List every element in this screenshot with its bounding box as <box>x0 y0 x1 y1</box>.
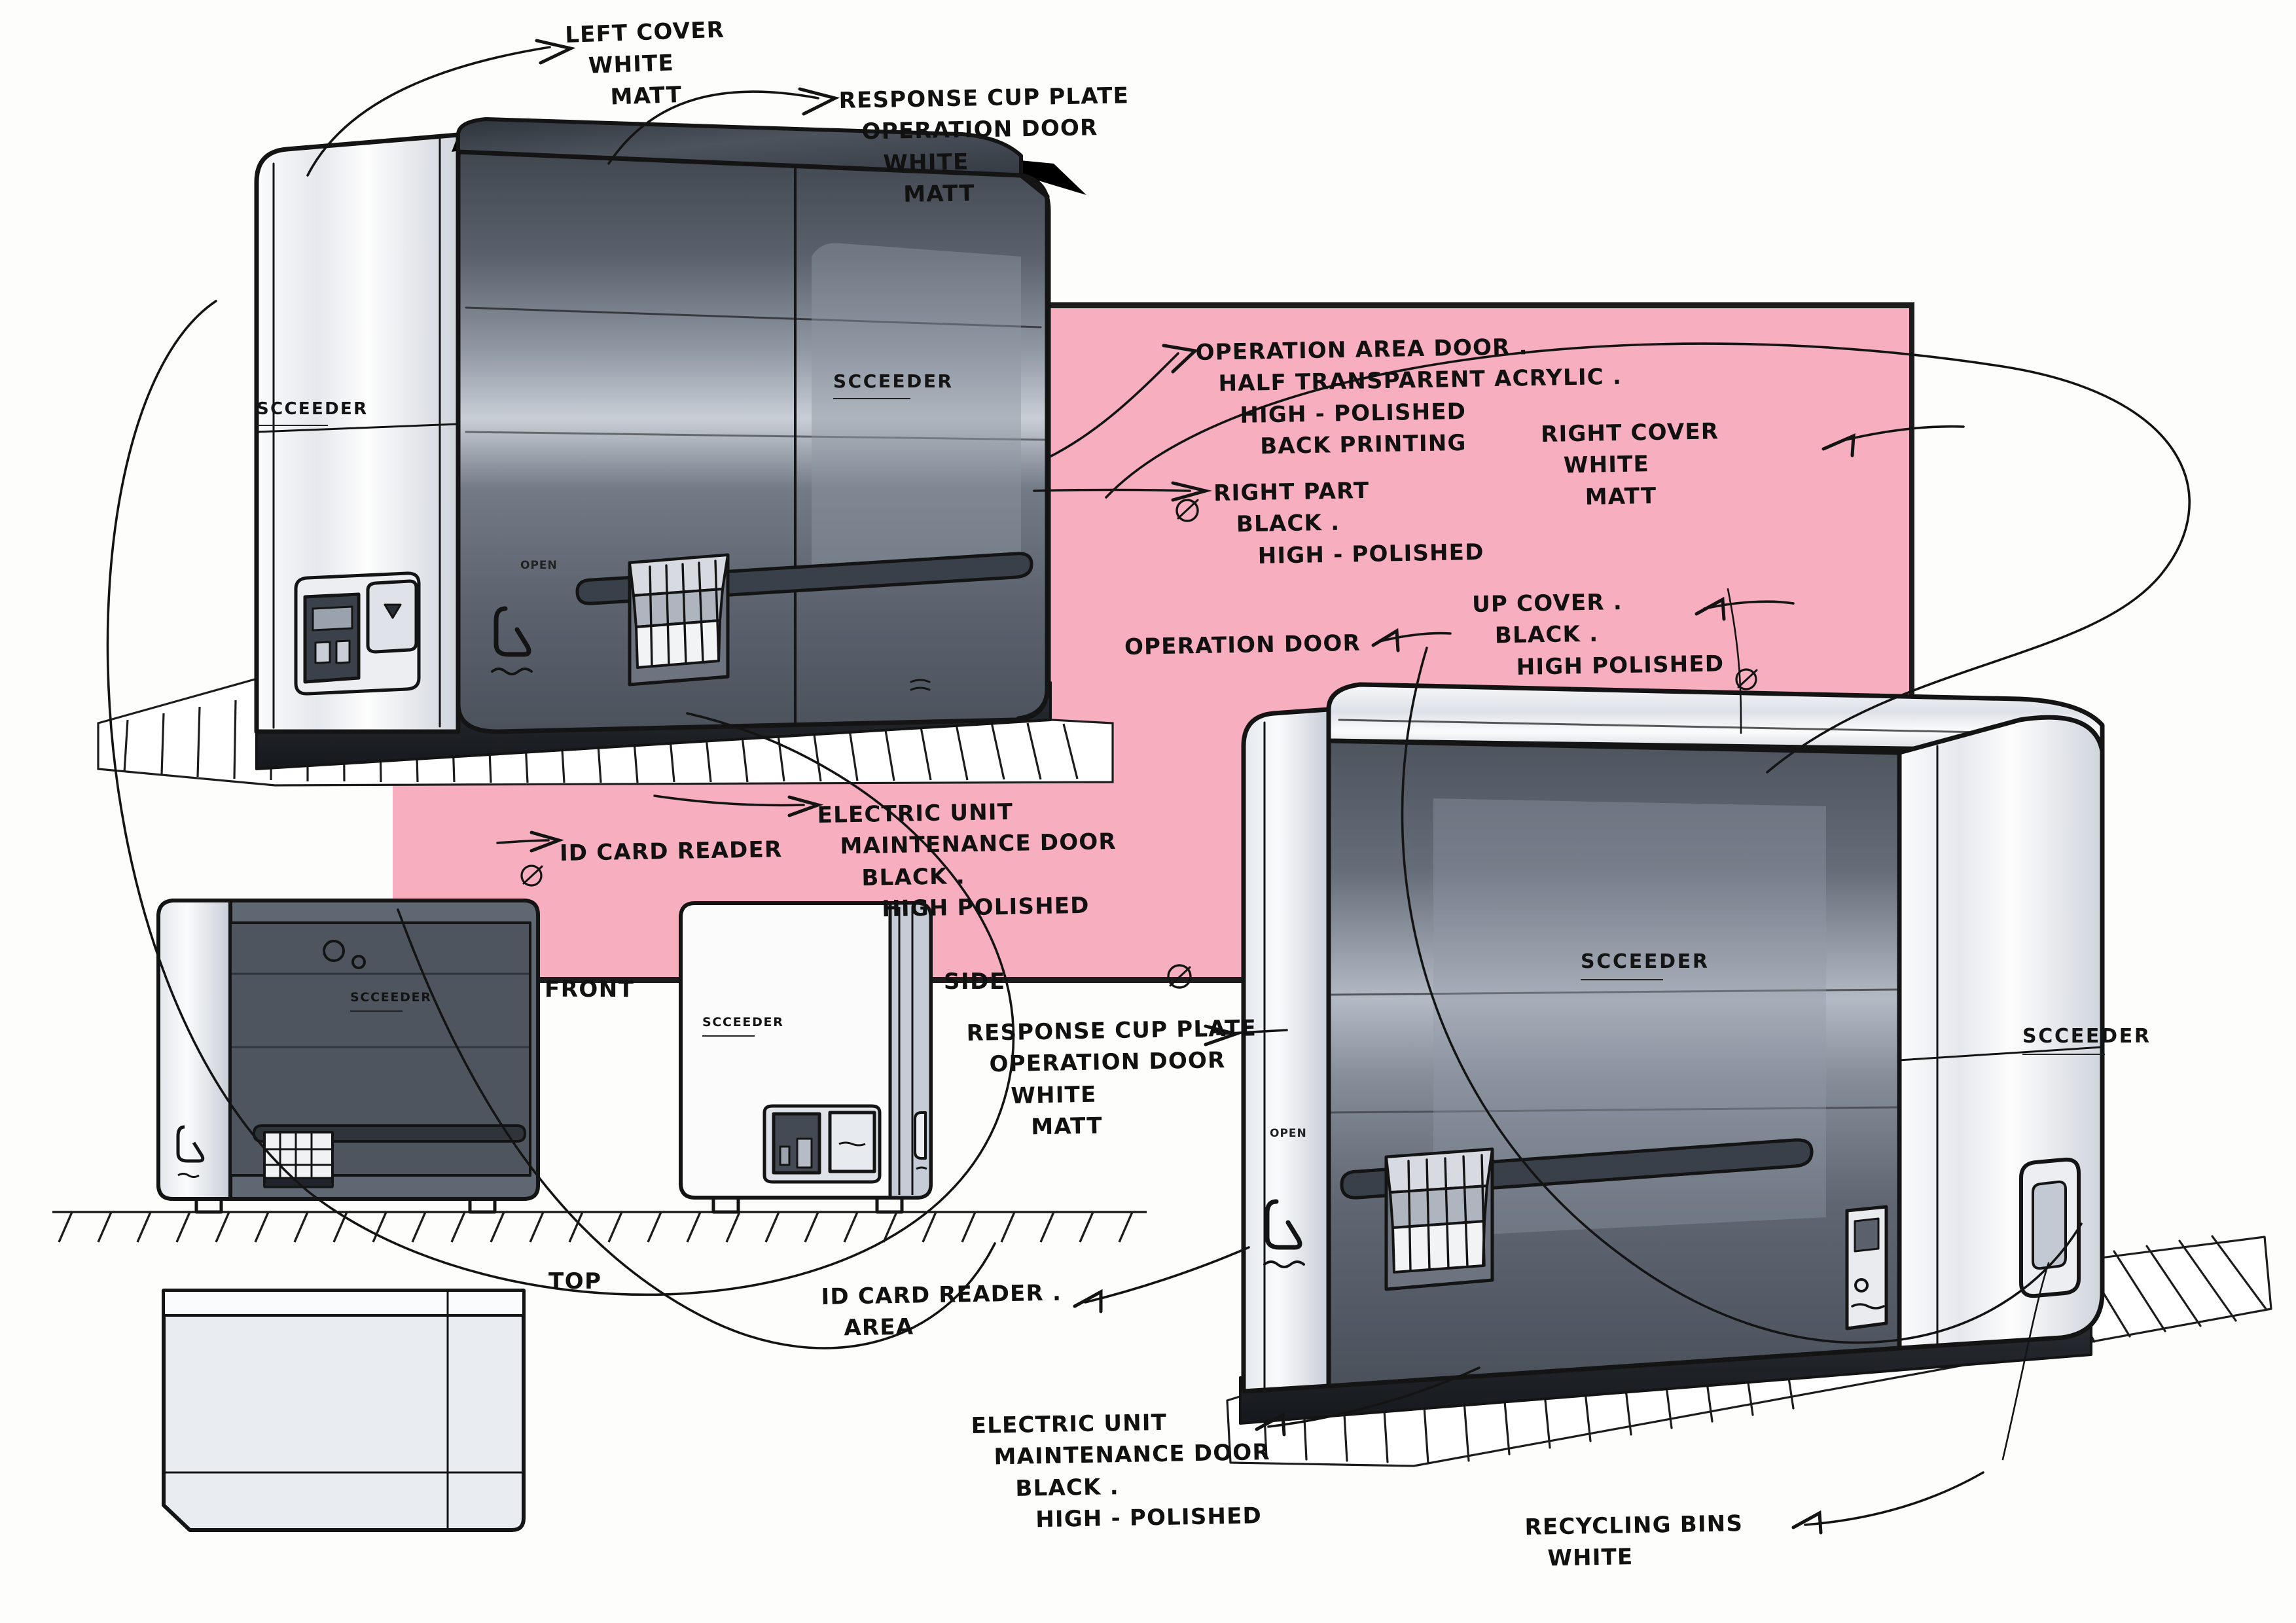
annotation-line: BLACK . <box>1236 509 1340 538</box>
logo-hero2-acrylic: SCCEEDER <box>1581 950 1710 980</box>
annotation-line: MATT <box>609 81 683 111</box>
annotation-line: HIGH - POLISHED <box>1035 1503 1263 1533</box>
logo-hero2-right: SCCEEDER <box>2022 1025 2151 1055</box>
brand-wordmark: SCCEEDER <box>350 990 432 1005</box>
annotation-line: RESPONSE CUP PLATE <box>966 1015 1257 1047</box>
ortho-top-view <box>162 1289 526 1532</box>
annotation-line: WHITE <box>1547 1544 1634 1572</box>
annotation-up-cover: UP COVER .BLACK .HIGH POLISHED <box>1472 584 1725 683</box>
brand-underline-squiggle <box>350 1007 403 1012</box>
annotation-recycling-bins: RECYCLING BINS WHITE <box>1524 1508 1744 1575</box>
annotation-line: OPERATION DOOR <box>1124 630 1361 660</box>
cup-icon-hero2 <box>1265 1199 1302 1250</box>
logo-hero-acrylic: SCCEEDER <box>833 370 954 399</box>
annotation-line: WHITE <box>588 50 675 80</box>
open-label-hero2: OPEN <box>1270 1127 1307 1140</box>
electric-unit-panel-hero2 <box>1845 1205 1888 1330</box>
brand-wordmark: SCCEEDER <box>257 399 368 419</box>
panel-bottom-edge <box>393 977 1914 983</box>
annotation-line: RIGHT PART <box>1213 477 1370 507</box>
annotation-line: AREA <box>844 1313 914 1342</box>
view-label-top: TOP <box>548 1268 602 1294</box>
logo-hero-left-panel: SCCEEDER <box>257 399 368 426</box>
annotation-line: RECYCLING BINS <box>1524 1510 1744 1541</box>
ortho-ground-line <box>52 1211 1147 1243</box>
annotation-line: MAINTENANCE DOOR <box>994 1439 1271 1471</box>
annotation-right-cover: RIGHT COVER WHITE MATT <box>1541 416 1721 514</box>
view-label-side: SIDE <box>944 969 1006 995</box>
brand-underline-squiggle <box>2022 1050 2105 1055</box>
annotation-line: OPERATION DOOR <box>989 1047 1226 1078</box>
annotation-line: BLACK . <box>1015 1473 1120 1502</box>
annotation-operation-door-mid: OPERATION DOOR <box>1124 628 1361 664</box>
recycling-bin-slot <box>2019 1157 2081 1298</box>
annotation-line: BLACK . <box>1494 620 1599 649</box>
logo-side-view: SCCEEDER <box>702 1015 784 1037</box>
brand-underline-squiggle <box>702 1031 755 1037</box>
annotation-line: BLACK . <box>861 863 966 891</box>
annotation-line: RESPONSE CUP PLATE <box>838 82 1130 115</box>
brand-wordmark: SCCEEDER <box>833 370 954 392</box>
brand-wordmark: SCCEEDER <box>702 1015 784 1029</box>
view-label-front: FRONT <box>545 976 635 1003</box>
annotation-line: WHITE <box>883 149 969 177</box>
brand-underline-squiggle <box>833 394 910 399</box>
annotation-line: LEFT COVER <box>564 16 725 49</box>
annotation-id-card-reader-area: ID CARD READER .AREA <box>821 1277 1062 1345</box>
annotation-line: HIGH POLISHED <box>881 892 1090 923</box>
ground-hatch-lower <box>1226 1235 2272 1467</box>
panel-right-edge <box>1909 302 1914 983</box>
brand-underline-squiggle <box>257 421 329 426</box>
annotation-line: WHITE <box>1563 451 1650 479</box>
logo-front-view: SCCEEDER <box>350 990 432 1012</box>
annotation-line: WHITE <box>1011 1081 1097 1109</box>
annotation-line: ELECTRIC UNIT <box>817 798 1014 829</box>
annotation-line: MATT <box>903 180 976 208</box>
annotation-line: ID CARD READER . <box>821 1279 1062 1311</box>
annotation-line: HIGH - POLISHED <box>1257 539 1484 569</box>
annotation-line: UP COVER . <box>1471 589 1623 618</box>
annotation-line: MATT <box>1030 1113 1103 1141</box>
annotation-id-card-reader-upper: ID CARD READER <box>560 834 783 869</box>
annotation-line: HIGH POLISHED <box>1516 650 1725 681</box>
brand-wordmark: SCCEEDER <box>1581 950 1710 973</box>
brand-underline-squiggle <box>1581 975 1663 980</box>
brand-wordmark: SCCEEDER <box>2022 1025 2151 1048</box>
annotation-line: ELECTRIC UNIT <box>971 1409 1168 1440</box>
annotation-line: MATT <box>1585 482 1657 510</box>
annotation-line: ID CARD READER <box>559 836 783 866</box>
annotation-line: RIGHT COVER <box>1540 418 1719 448</box>
open-label-hero1: OPEN <box>520 559 558 572</box>
annotation-line: OPERATION DOOR <box>861 115 1098 145</box>
annotation-line: MAINTENANCE DOOR <box>840 829 1117 860</box>
dispense-slot-hero2 <box>1384 1147 1494 1291</box>
panel-top-edge <box>393 302 1914 308</box>
